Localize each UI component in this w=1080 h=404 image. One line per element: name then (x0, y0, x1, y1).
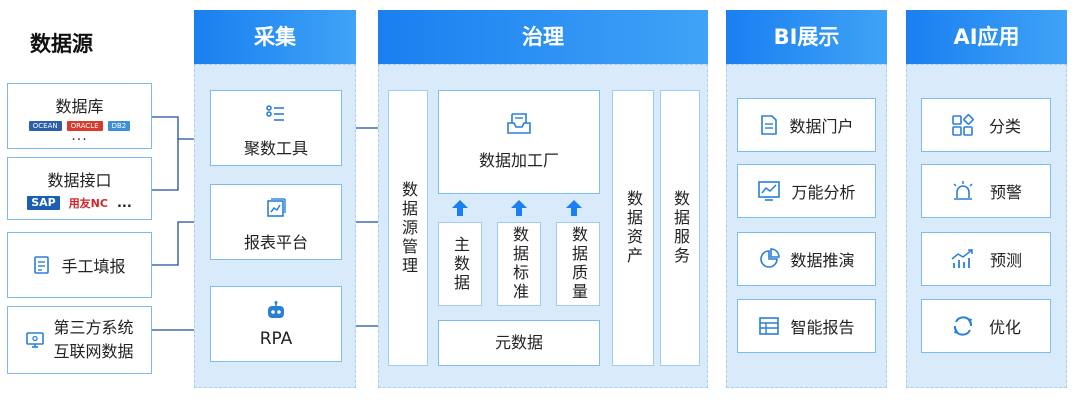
sources-title: 数据源 (30, 32, 93, 56)
document-icon (761, 115, 778, 135)
master-data-label: 主数据 (451, 235, 470, 293)
card-alert-label: 预警 (989, 183, 1022, 202)
source-database[interactable]: 数据库 OCEAN ORACLE DB2 ... (7, 83, 152, 149)
data-standard-label: 数据标准 (510, 226, 529, 302)
logo-db2: DB2 (107, 121, 131, 131)
trend-bars-icon (951, 249, 973, 268)
data-assets-block[interactable]: 数据资产 (612, 90, 654, 366)
monitor-icon (26, 332, 45, 348)
alarm-light-icon (953, 181, 973, 200)
metadata-label: 元数据 (494, 333, 543, 352)
api-logos: SAP 用友NC ... (8, 195, 151, 211)
card-report-platform[interactable]: 报表平台 (210, 184, 342, 260)
source-manual-label: 手工填报 (61, 257, 126, 276)
source-third-party[interactable]: 第三方系统 互联网数据 (7, 306, 152, 374)
source-database-label: 数据库 (55, 97, 104, 116)
card-forecast[interactable]: 预测 (921, 232, 1051, 286)
source-api-label: 数据接口 (47, 171, 112, 190)
api-more: ... (116, 195, 132, 211)
database-more: ... (71, 128, 88, 144)
data-factory-block[interactable]: 数据加工厂 (438, 90, 600, 194)
card-smart-report[interactable]: 智能报告 (737, 299, 876, 353)
data-quality-block[interactable]: 数据质量 (556, 222, 600, 306)
logo-yonyou: 用友NC (68, 197, 108, 210)
inbox-tray-icon (507, 113, 531, 134)
card-rpa[interactable]: RPA (210, 286, 342, 362)
card-gather-tool[interactable]: 聚数工具 (210, 90, 342, 166)
source-api[interactable]: 数据接口 SAP 用友NC ... (7, 157, 152, 220)
source-third-party-line1: 第三方系统 (53, 318, 134, 337)
logo-ocean: OCEAN (28, 121, 62, 131)
card-optimize[interactable]: 优化 (921, 299, 1051, 353)
govern-header: 治理 (378, 10, 708, 64)
card-data-portal-label: 数据门户 (789, 117, 854, 136)
line-chart-monitor-icon (758, 181, 781, 201)
data-assets-label: 数据资产 (624, 190, 643, 266)
refresh-cycle-icon (953, 316, 973, 336)
card-alert[interactable]: 预警 (921, 164, 1051, 218)
source-manual[interactable]: 手工填报 (7, 232, 152, 298)
report-chart-icon (267, 198, 286, 217)
card-classify[interactable]: 分类 (921, 98, 1051, 152)
card-smart-report-label: 智能报告 (790, 318, 855, 337)
card-data-portal[interactable]: 数据门户 (737, 98, 876, 152)
logo-sap: SAP (27, 196, 60, 210)
metadata-block[interactable]: 元数据 (438, 320, 600, 366)
card-optimize-label: 优化 (988, 318, 1021, 337)
card-report-platform-label: 报表平台 (243, 233, 308, 252)
card-simulation[interactable]: 数据推演 (737, 232, 876, 286)
card-simulation-label: 数据推演 (790, 251, 855, 270)
category-icon (952, 114, 974, 136)
card-gather-tool-label: 聚数工具 (243, 139, 308, 158)
card-analysis-label: 万能分析 (791, 183, 856, 202)
arrow-up-icon (566, 200, 582, 216)
master-data-block[interactable]: 主数据 (438, 222, 482, 306)
card-forecast-label: 预测 (989, 251, 1022, 270)
logo-oracle: ORACLE (66, 121, 103, 131)
form-icon (34, 256, 50, 274)
source-mgmt-block[interactable]: 数据源管理 (388, 90, 428, 366)
database-logos: OCEAN ORACLE DB2 (8, 121, 151, 131)
data-services-label: 数据服务 (671, 190, 690, 266)
table-report-icon (759, 317, 780, 335)
card-analysis[interactable]: 万能分析 (737, 164, 876, 218)
list-settings-icon (266, 105, 284, 121)
data-factory-label: 数据加工厂 (478, 151, 559, 170)
source-third-party-line2: 互联网数据 (53, 342, 134, 361)
pie-chart-icon (760, 248, 781, 268)
arrow-up-icon (511, 200, 527, 216)
data-quality-label: 数据质量 (569, 226, 588, 302)
card-classify-label: 分类 (988, 117, 1021, 136)
bi-header: BI展示 (726, 10, 887, 64)
source-mgmt-label: 数据源管理 (399, 180, 418, 276)
card-rpa-label: RPA (259, 329, 293, 349)
arrow-up-icon (452, 200, 468, 216)
ai-header: AI应用 (906, 10, 1067, 64)
data-services-block[interactable]: 数据服务 (660, 90, 700, 366)
robot-icon (268, 301, 284, 318)
data-standard-block[interactable]: 数据标准 (497, 222, 541, 306)
collect-header: 采集 (194, 10, 356, 64)
